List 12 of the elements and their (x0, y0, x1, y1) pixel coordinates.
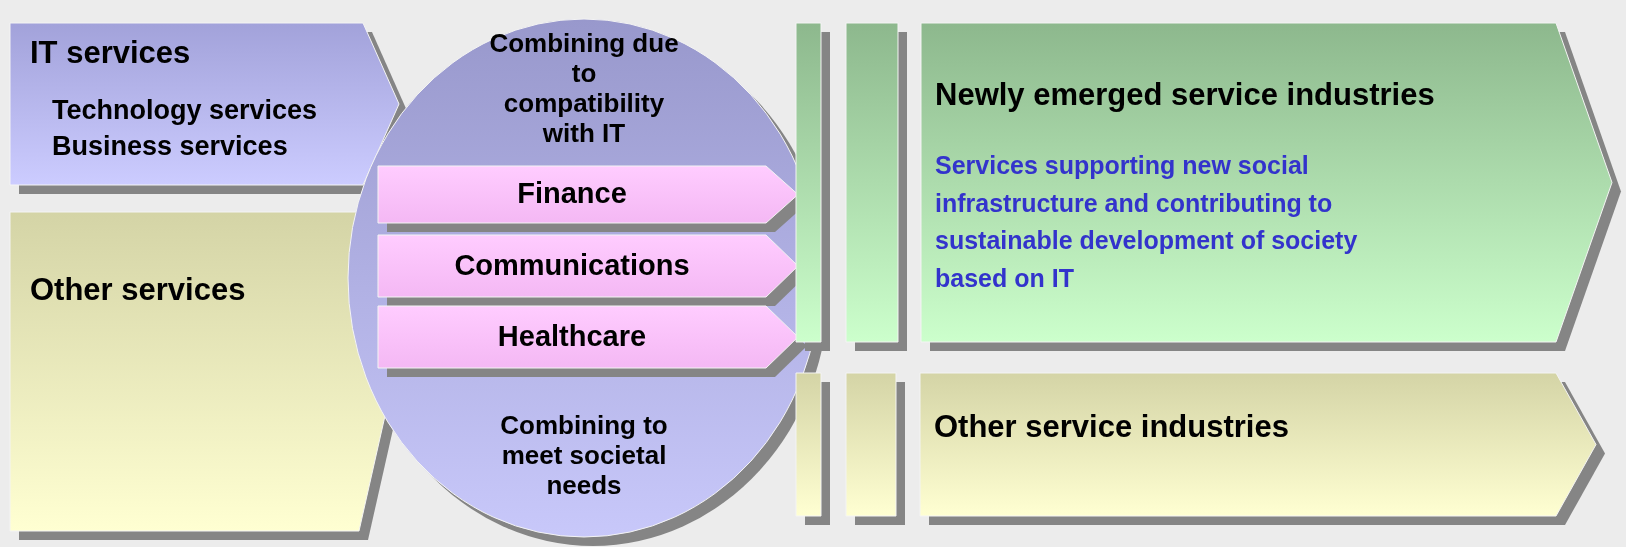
heading: Other services (30, 272, 247, 308)
text: Services supporting new social infrastructure and contributing to sustainable development of society based on IT (935, 150, 1359, 294)
text: Technology services (52, 95, 319, 127)
heading: Combining due to compatibility with IT (489, 29, 679, 149)
heading: Newly emerged service industries (935, 77, 1436, 113)
heading: Healthcare (496, 320, 648, 354)
heading: IT services (30, 35, 192, 71)
heading: Other service industries (934, 409, 1290, 445)
text: Business services (52, 131, 289, 163)
heading: Communications (453, 249, 691, 283)
text: Combining to meet societal needs (499, 411, 669, 501)
heading: Finance (516, 177, 628, 211)
